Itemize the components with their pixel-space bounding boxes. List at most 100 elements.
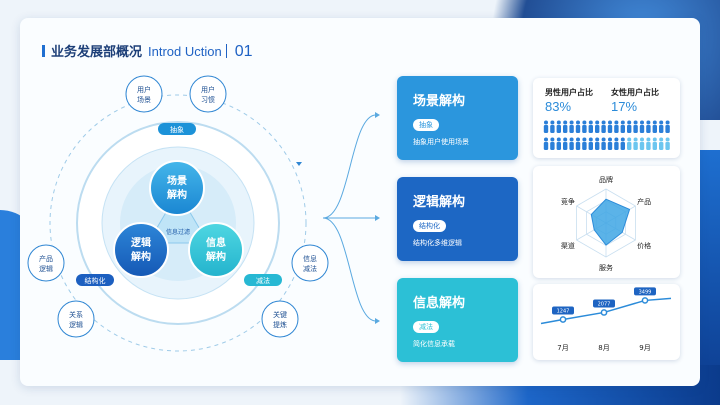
person-icon <box>543 137 549 150</box>
person-icon <box>652 120 657 133</box>
small-circle <box>189 75 227 113</box>
person-icon <box>646 137 651 150</box>
person-icon <box>550 137 555 150</box>
person-icon <box>659 120 664 133</box>
person-icon <box>607 120 613 133</box>
person-icon <box>639 120 645 133</box>
radar-label: 竞争 <box>561 197 575 206</box>
male-label: 男性用户占比 <box>545 88 593 97</box>
person-icon <box>614 137 619 150</box>
block-desc: 抽象用户使用场景 <box>413 138 469 146</box>
person-icon <box>575 120 581 133</box>
main-circle-info <box>188 222 244 278</box>
small-circles: 用户 场景 用户 习惯 产品 逻辑 关系 逻辑 信息 减法 关键 提炼 <box>27 75 329 338</box>
trend-month-label: 8月 <box>598 344 609 352</box>
trend-value-badge <box>593 299 615 308</box>
trend-value-label: 3499 <box>639 289 652 295</box>
person-icon <box>633 120 638 133</box>
person-icon <box>556 137 561 150</box>
gender-ratio-panel: 男性用户占比 女性用户占比 83% 17% <box>533 78 680 158</box>
person-icon <box>607 137 613 150</box>
connector-arrows <box>322 114 376 322</box>
person-icon <box>627 137 632 150</box>
main-circle-label: 信息 <box>206 236 226 249</box>
trend-value-label: 2077 <box>598 301 611 307</box>
block-title: 信息解构 <box>413 296 466 311</box>
trend-value-badge <box>634 287 656 296</box>
radar-label: 产品 <box>637 197 651 206</box>
person-icon <box>582 120 587 133</box>
title-en: Introd Uction <box>148 44 222 59</box>
main-circle-label: 场景 <box>167 174 187 187</box>
pill-abstract <box>158 123 196 135</box>
pill-label: 减法 <box>256 276 270 285</box>
people-icon-grid <box>543 120 670 150</box>
small-circle-label: 场景 <box>137 95 151 104</box>
block-desc: 简化信息承载 <box>413 340 455 348</box>
person-icon <box>601 120 606 133</box>
small-circle <box>27 244 65 282</box>
small-circle-label: 用户 <box>201 85 215 94</box>
person-icon <box>614 120 619 133</box>
person-icon <box>646 120 651 133</box>
main-circle-scene <box>149 160 205 216</box>
radar-area <box>590 198 631 246</box>
person-icon <box>563 137 568 150</box>
person-icon <box>652 137 657 150</box>
small-circle-label: 关系 <box>69 310 83 319</box>
block-tag: 减法 <box>413 321 439 333</box>
person-icon <box>595 120 600 133</box>
pill-label: 抽象 <box>170 125 184 134</box>
page-title: 业务发展部概况 Introd Uction 01 <box>42 41 253 61</box>
small-circle <box>125 75 163 113</box>
person-icon <box>639 137 645 150</box>
center-triangle <box>147 191 209 244</box>
block-title: 逻辑解构 <box>413 195 466 210</box>
main-circle-logic <box>113 222 169 278</box>
person-icon <box>601 137 606 150</box>
small-circle <box>291 244 329 282</box>
block-tag: 结构化 <box>413 220 446 232</box>
center-label: 信息过滤 <box>166 228 190 236</box>
block-scene: 场景解构 抽象 抽象用户使用场景 <box>397 76 518 160</box>
radar-label: 服务 <box>599 263 613 272</box>
radar-label: 品牌 <box>599 175 613 184</box>
title-cn: 业务发展部概况 <box>51 45 143 60</box>
person-icon <box>550 120 555 133</box>
person-icon <box>659 137 664 150</box>
outer-dashed-ring <box>49 94 307 352</box>
person-icon <box>563 120 568 133</box>
small-circle-label: 信息 <box>303 254 317 263</box>
female-label: 女性用户占比 <box>611 88 659 97</box>
small-circle-label: 逻辑 <box>39 264 53 273</box>
person-icon <box>665 120 670 133</box>
small-circle-label: 关键 <box>273 310 287 319</box>
pill-structure <box>76 274 114 286</box>
title-number: 01 <box>234 43 253 60</box>
pill-label: 结构化 <box>85 276 106 285</box>
trend-point <box>559 316 567 323</box>
title-divider <box>225 44 227 58</box>
small-circle-label: 用户 <box>137 85 151 94</box>
male-percent: 83% <box>545 99 572 114</box>
person-icon <box>556 120 561 133</box>
small-circle-label: 提炼 <box>273 320 287 329</box>
main-circle-label: 解构 <box>167 188 187 201</box>
arrow-marker <box>296 162 302 166</box>
small-circle <box>261 300 299 338</box>
radar-label: 价格 <box>637 241 651 250</box>
female-percent: 17% <box>611 99 638 114</box>
person-icon <box>620 137 625 150</box>
trend-month-label: 9月 <box>639 344 650 352</box>
main-circle-label: 解构 <box>206 250 226 263</box>
person-icon <box>620 120 625 133</box>
pill-subtract <box>244 274 282 286</box>
main-circle-label: 解构 <box>131 250 151 263</box>
structure-diagram: 场景 解构 逻辑 解构 信息 解构 信息过滤 抽象 结构化 减法 用户 场景 用… <box>27 75 380 352</box>
trend-value-label: 1247 <box>557 308 570 314</box>
block-desc: 结构化多维逻辑 <box>413 239 462 247</box>
radar-panel: 品牌产品价格服务渠道竞争 <box>533 166 680 278</box>
